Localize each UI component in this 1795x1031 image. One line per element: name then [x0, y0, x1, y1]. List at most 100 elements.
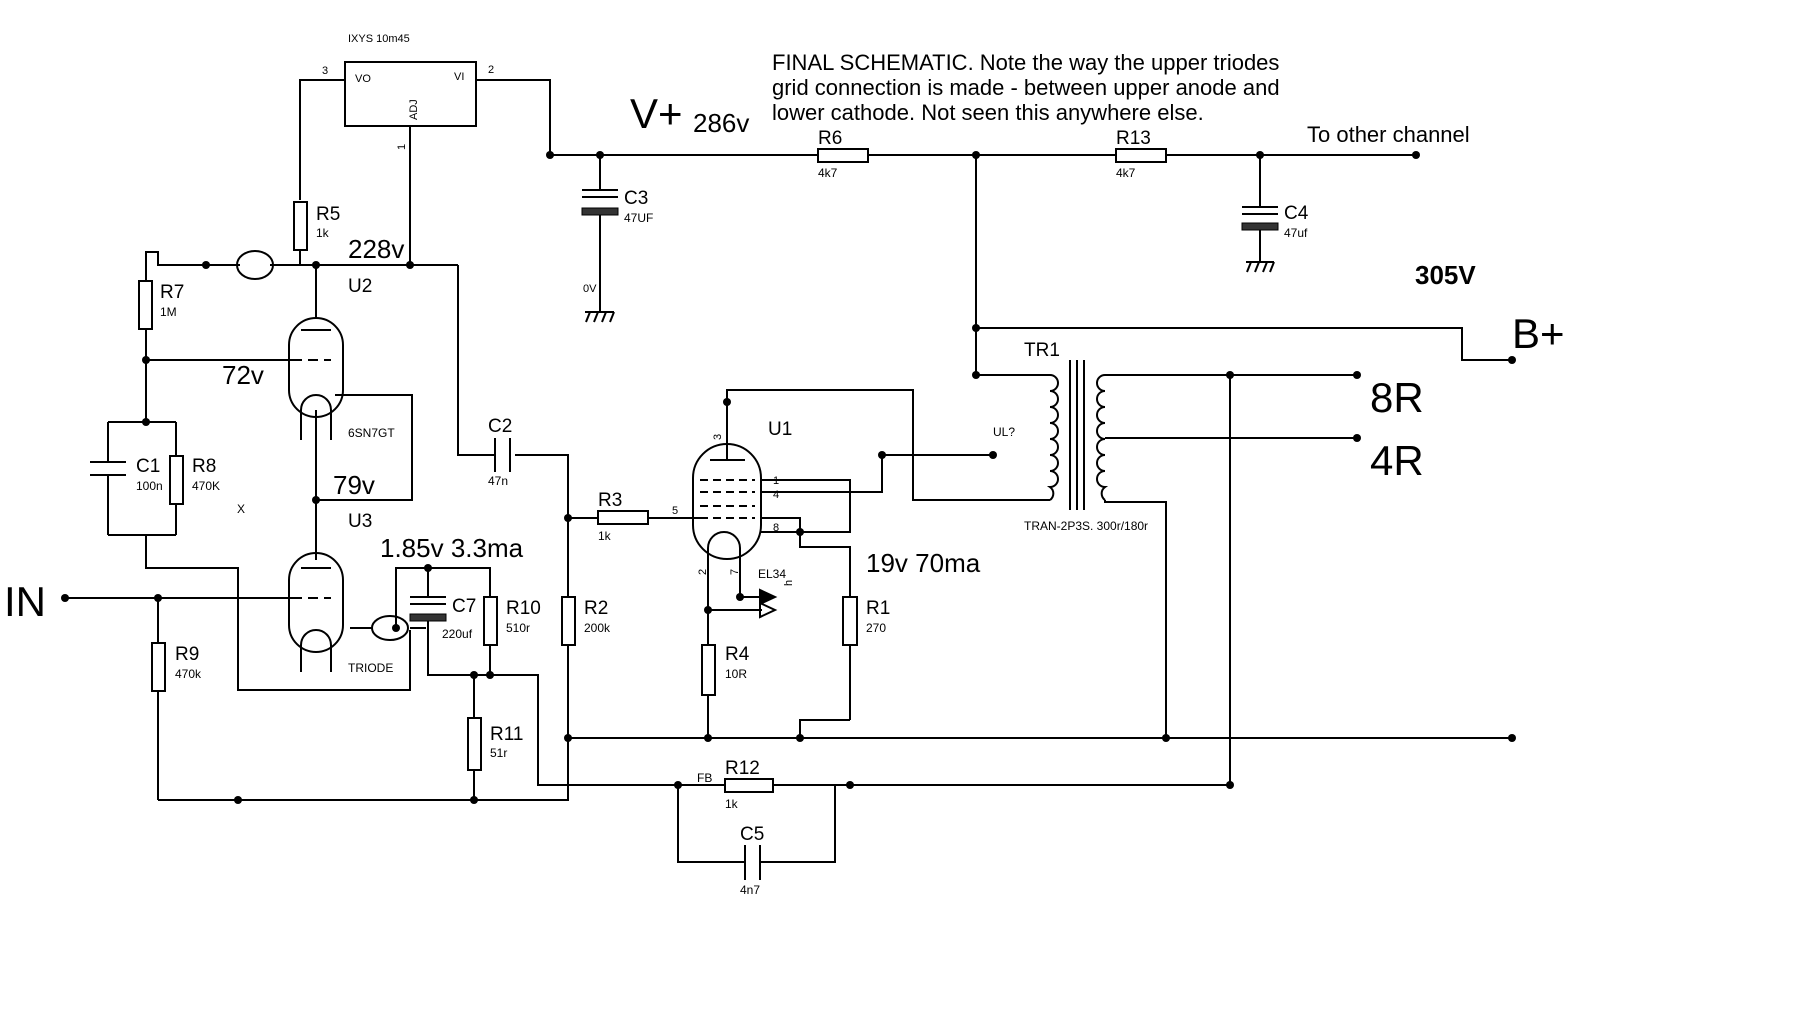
r13-label: R13	[1116, 128, 1151, 149]
u3-note: TRIODE	[348, 661, 393, 675]
u3-label: U3	[348, 511, 372, 532]
u1-pin3: 3	[712, 434, 724, 440]
c1-label: C1	[136, 456, 160, 477]
capacitor-c3: C3 47UF	[581, 188, 653, 225]
r10-label: R10	[506, 598, 541, 619]
c3-value: 47UF	[624, 211, 653, 225]
c2-value: 47n	[488, 474, 508, 488]
regulator-pin-vi: VI	[454, 71, 464, 83]
r8-label: R8	[192, 456, 216, 477]
capacitor-c1: C1 100n	[90, 456, 163, 493]
tube-u3: U3 TRIODE	[288, 511, 393, 675]
x-mark: X	[237, 502, 245, 516]
r6-label: R6	[818, 128, 842, 149]
vplus-volts: 286v	[693, 108, 749, 138]
r11-value: 51r	[490, 746, 507, 760]
note-line2: grid connection is made - between upper …	[772, 75, 1280, 100]
zero-v-label: 0V	[583, 283, 597, 295]
u1-pin1: 1	[773, 475, 779, 487]
volts-19: 19v 70ma	[866, 548, 981, 578]
u2-label: U2	[348, 276, 372, 297]
tube-u2: U2 6SN7GT	[288, 276, 395, 440]
regulator-label: IXYS 10m45	[348, 33, 410, 45]
r8-value: 470K	[192, 479, 220, 493]
u1-type: EL34	[758, 567, 786, 581]
r3-value: 1k	[598, 529, 612, 543]
c5-value: 4n7	[740, 883, 760, 897]
r9-label: R9	[175, 644, 199, 665]
capacitor-c5: C5 4n7	[740, 824, 770, 897]
volts-79: 79v	[333, 470, 375, 500]
resistor-r7: R7 1M	[138, 280, 184, 330]
u1-heater: h	[783, 580, 795, 586]
capacitor-c7: C7 220uf	[409, 596, 476, 641]
u1-label: U1	[768, 419, 792, 440]
r11-label: R11	[490, 724, 523, 745]
note-line1: FINAL SCHEMATIC. Note the way the upper …	[772, 50, 1279, 75]
resistor-r13: R13 4k7	[1115, 128, 1167, 180]
regulator-pin-vo: VO	[355, 73, 371, 85]
r9-value: 470k	[175, 667, 202, 681]
volts-305: 305V	[1415, 260, 1476, 290]
resistor-r1: R1 270	[842, 596, 890, 646]
r12-value: 1k	[725, 797, 739, 811]
resistor-r5: R5 1k	[293, 201, 340, 251]
regulator-pin2: 2	[488, 64, 494, 76]
tr1-type: TRAN-2P3S. 300r/180r	[1024, 519, 1148, 533]
r4-label: R4	[725, 644, 750, 665]
junction-dots	[61, 151, 1516, 804]
u1-pin8: 8	[773, 522, 779, 534]
c4-label: C4	[1284, 203, 1309, 224]
r7-value: 1M	[160, 305, 177, 319]
resistor-r9: R9 470k	[151, 642, 202, 692]
r13-value: 4k7	[1116, 166, 1136, 180]
tr1-label: TR1	[1024, 340, 1060, 361]
r3-label: R3	[598, 490, 622, 511]
c7-value: 220uf	[442, 627, 473, 641]
u1-pin7: 7	[729, 569, 741, 575]
ground-c4	[1246, 261, 1275, 273]
fb-label: FB	[697, 771, 712, 785]
wires	[65, 79, 1512, 863]
volts-228: 228v	[348, 234, 404, 264]
r4-value: 10R	[725, 667, 747, 681]
u2-type: 6SN7GT	[348, 426, 395, 440]
to-other-channel: To other channel	[1307, 122, 1470, 147]
volts-72: 72v	[222, 360, 264, 390]
r1-label: R1	[866, 598, 890, 619]
transformer-tr1: TR1 TRAN-2P3S. 300r/180r UL?	[993, 340, 1148, 533]
annotations: FINAL SCHEMATIC. Note the way the upper …	[4, 50, 1565, 785]
c1-value: 100n	[136, 479, 163, 493]
r7-label: R7	[160, 282, 184, 303]
r5-label: R5	[316, 204, 340, 225]
regulator-ic: IXYS 10m45 VO VI ADJ 3 2 1	[322, 33, 494, 150]
r10-value: 510r	[506, 621, 530, 635]
resistor-r3: R3 1k	[597, 490, 649, 543]
r2-label: R2	[584, 598, 608, 619]
c3-label: C3	[624, 188, 648, 209]
connector-ellipse-triode	[371, 615, 409, 641]
r5-value: 1k	[316, 226, 330, 240]
input-label: IN	[4, 578, 46, 625]
r1-value: 270	[866, 621, 886, 635]
r12-label: R12	[725, 758, 760, 779]
capacitor-c2: C2 47n	[488, 416, 512, 488]
bplus-label: B+	[1512, 310, 1565, 357]
r6-value: 4k7	[818, 166, 838, 180]
tube-u1: U1 1 4 5 8 2 7 3 EL34 h	[672, 419, 795, 619]
u1-pin2: 2	[697, 569, 709, 575]
connector-ellipse-top	[236, 250, 274, 280]
heater-arrow-2	[759, 601, 778, 619]
capacitor-c4: C4 47uf	[1241, 203, 1309, 240]
resistor-r11: R11 51r	[467, 717, 523, 771]
vplus-label: V+	[630, 90, 683, 137]
volts-185: 1.85v 3.3ma	[380, 533, 524, 563]
u1-pin4: 4	[773, 489, 779, 501]
note-line3: lower cathode. Not seen this anywhere el…	[772, 100, 1204, 125]
output-8r: 8R	[1370, 374, 1424, 421]
c7-label: C7	[452, 596, 476, 617]
ground-c3: 0V	[583, 283, 615, 323]
regulator-pin1: 1	[396, 144, 408, 150]
heater-arrow-1	[759, 588, 778, 606]
